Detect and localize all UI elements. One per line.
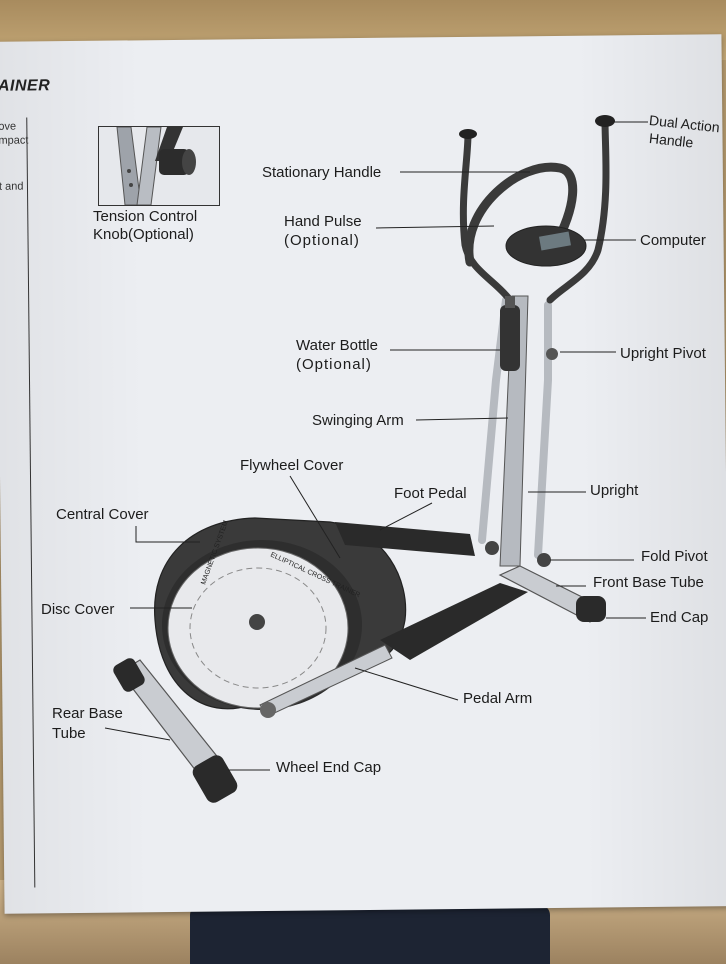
label-water-bottle-1: Water Bottle: [296, 337, 378, 354]
flywheel-housing-shape: MAGNETIC SYSTEM ELLIPTICAL CROSS TRAINER: [154, 517, 407, 710]
inset-label-line-1: Tension Control: [93, 208, 198, 225]
label-swinging-arm: Swinging Arm: [312, 412, 404, 429]
label-water-bottle-2: (Optional): [296, 356, 372, 373]
pedal-arm-shape: [259, 522, 528, 718]
label-rear-base-tube-1: Rear Base: [52, 705, 123, 722]
label-hand-pulse-2: (Optional): [284, 232, 360, 249]
label-front-base-tube: Front Base Tube: [593, 574, 704, 591]
inset-label-line-2: Knob(Optional): [93, 226, 194, 243]
label-upright-pivot: Upright Pivot: [620, 345, 706, 362]
label-rear-base-tube-2: Tube: [52, 725, 86, 742]
front-base-tube-shape: [498, 565, 606, 623]
label-fold-pivot: Fold Pivot: [641, 548, 708, 565]
leader-lines: [104, 121, 648, 771]
label-central-cover: Central Cover: [56, 506, 149, 523]
label-flywheel-cover: Flywheel Cover: [240, 457, 344, 474]
label-stationary-handle: Stationary Handle: [262, 164, 382, 181]
label-upright: Upright: [590, 482, 639, 499]
person-legs: [190, 905, 550, 964]
label-wheel-end-cap: Wheel End Cap: [276, 759, 382, 776]
label-foot-pedal: Foot Pedal: [394, 485, 467, 502]
label-disc-cover: Disc Cover: [41, 601, 115, 618]
label-end-cap: End Cap: [650, 609, 709, 626]
upright-shape: [478, 295, 558, 567]
computer-console-shape: [505, 225, 587, 267]
label-computer: Computer: [640, 232, 706, 249]
tension-knob-inset: [98, 126, 220, 206]
label-hand-pulse-1: Hand Pulse: [284, 213, 362, 230]
handles-shape: [459, 115, 615, 304]
tension-knob-illustration: [116, 127, 196, 205]
water-bottle-shape: [500, 296, 520, 371]
label-pedal-arm: Pedal Arm: [463, 690, 533, 707]
